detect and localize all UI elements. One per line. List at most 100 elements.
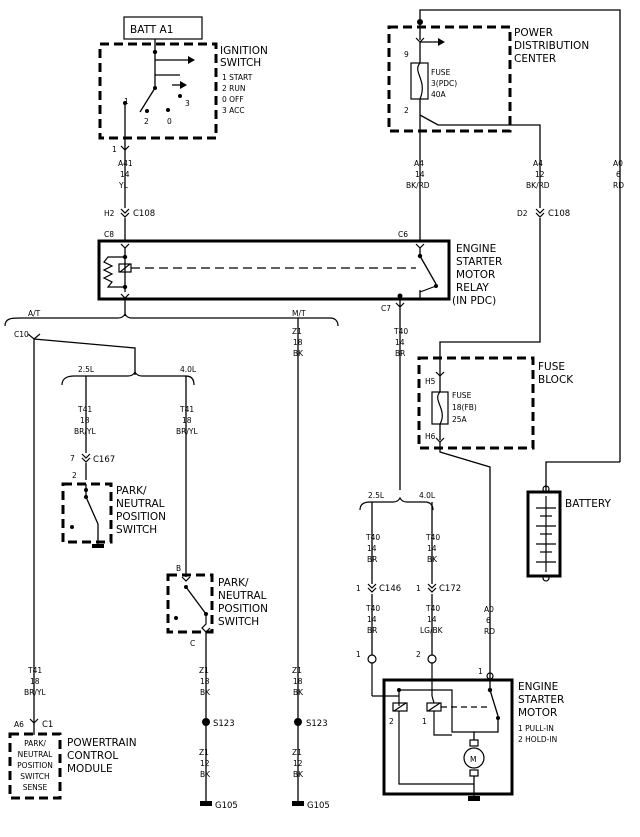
relay-title-5: (IN PDC) [452,295,496,307]
pdc-fuse-label: FUSE [431,68,451,77]
c167-connector: C167 [93,455,115,465]
z1-mt-gnd-color: BK [293,770,304,779]
pcm-box [8,732,62,800]
fb-fuse-body [431,391,449,425]
term-2: 2 [416,650,421,659]
t40-main-gauge: 14 [395,338,405,347]
motor-pin-1: 1 [478,667,483,676]
pnp-40-title-2: NEUTRAL [218,590,267,602]
relay-title-1: ENGINE [456,243,496,255]
ign-contact-0: 0 [167,117,172,126]
battery-label: BATTERY [565,498,611,510]
relay-title-2: STARTER [456,256,502,268]
t40-c-color: BR [367,626,377,635]
t40-d-code: T40 [425,604,440,613]
fuse-block-title-2: BLOCK [538,374,574,386]
fb-fuse-number: 18(FB) [452,403,477,412]
ground-g105-b-icon [292,801,304,806]
pcm-box-line-2: NEUTRAL [18,750,53,759]
z1-40-gnd-color: BK [200,770,211,779]
c172-connector: C172 [439,584,461,594]
pcm-box-line-5: SENSE [23,783,48,792]
pnp-25-title-3: POSITION [116,511,166,523]
t40-a-gauge: 14 [367,544,377,553]
t40-main-code: T40 [393,327,408,336]
z1-mt-gnd-code: Z1 [292,748,302,757]
ignition-switch-title-2: SWITCH [220,57,261,69]
batt-a1-box [123,16,203,40]
t40-b-gauge: 14 [427,544,437,553]
t40-c-gauge: 14 [367,615,377,624]
ign-out-pin: 1 [112,145,117,154]
pdc-title-3: CENTER [514,53,556,65]
pdc-box [387,25,512,133]
pcm-title-1: POWERTRAIN [67,737,137,749]
t40-b-code: T40 [425,533,440,542]
motor-coil-1: 1 [422,717,427,726]
z1-40-code: Z1 [199,666,209,675]
a41-wire-color: YL [118,181,129,190]
splice-s123-b [294,718,302,726]
pdc-title-2: DISTRIBUTION [514,40,589,52]
z1-40-gnd-code: Z1 [199,748,209,757]
relay-box [97,239,451,301]
t41-40-gauge: 18 [182,416,192,425]
z1-mt-code: Z1 [292,327,302,336]
pnp-40-box [166,573,214,634]
z1-40-color: BK [200,688,211,697]
motor-armature-icon [463,747,485,769]
eng-40-split-label: 4.0L [419,491,436,500]
pcm-box-line-1: PARK/ [24,739,46,748]
z1-mt-low-color: BK [293,688,304,697]
pnp-40-title-4: SWITCH [218,616,259,628]
fb-fuse-rating: 25A [452,415,468,424]
c1-connector: C1 [42,720,53,730]
a0-top-gauge: 6 [616,170,621,179]
ign-contact-2: 2 [144,117,149,126]
z1-mt-color: BK [293,349,304,358]
a4-12-gauge: 12 [535,170,545,179]
powertrain-control-module: PARK/ NEUTRAL POSITION SWITCH SENSE [8,732,62,800]
motor-mode-hold-in: 2 HOLD-IN [518,735,557,744]
t41-25-color: BR/YL [74,427,96,436]
pcm-title-2: CONTROL [67,750,118,762]
c108-h2-connector: C108 [133,209,155,219]
pnp-40-out-pin: C [190,639,195,648]
fuse-block: H5 FUSE 18(FB) 25A H6 [417,356,535,450]
mt-label: M/T [292,309,306,318]
pcm-title-3: MODULE [67,763,113,775]
pdc-title-1: POWER [514,27,553,39]
term-1: 1 [356,650,361,659]
motor-coil-2: 2 [389,717,394,726]
ign-position-acc: 3 ACC [222,106,245,115]
a41-wire-code: A41 [118,159,133,168]
c172-pin: 1 [416,584,421,593]
t41-40-code: T41 [179,405,194,414]
pnp-25-pin: 2 [72,471,77,480]
pcm-box-line-4: SWITCH [20,772,49,781]
g105-b-label: G105 [307,801,330,811]
battery [526,461,620,582]
c6-pin: C6 [398,230,408,239]
eng-40-label-at: 4.0L [180,365,197,374]
t40-main-color: BR [395,349,405,358]
a41-wire-gauge: 14 [120,170,130,179]
t41-25-gauge: 18 [80,416,90,425]
pnp-25-title-1: PARK/ [116,485,147,497]
ground-g105-a-icon [200,801,212,806]
ign-position-off: 0 OFF [222,95,244,104]
h2-pin: H2 [104,209,115,218]
eng-25-label: 2.5L [78,365,95,374]
d2-pin: D2 [517,209,528,218]
ign-contact-1: 1 [124,97,129,106]
motor-ground-icon [468,796,480,801]
z1-40-gnd-gauge: 12 [200,759,210,768]
s123-a-label: S123 [213,719,235,729]
a4-14-gauge: 14 [415,170,425,179]
park-neutral-switch-40l [166,573,214,634]
h6-pin: H6 [425,432,436,441]
a0-bottom-color: RD [484,627,495,636]
motor-title-2: STARTER [518,694,564,706]
fb-fuse-label: FUSE [452,391,472,400]
z1-mt-gnd-gauge: 12 [293,759,303,768]
